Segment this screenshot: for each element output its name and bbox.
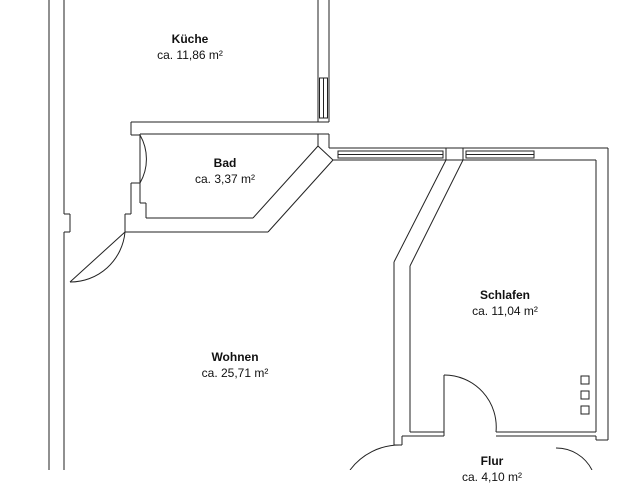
room-name: Küche (171, 32, 209, 46)
room-name: Bad (213, 156, 237, 170)
kitchen-right-wall (317, 0, 330, 123)
room-area: ca. 3,37 m² (194, 172, 256, 186)
room-label-wohnen: Wohnen ca. 25,71 m² (180, 349, 290, 381)
living-door (69, 231, 126, 283)
bedroom-door (443, 374, 497, 433)
room-area: ca. 11,04 m² (472, 304, 538, 318)
room-label-kueche: Küche ca. 11,86 m² (140, 31, 240, 63)
room-name: Schlafen (479, 288, 530, 302)
room-area: ca. 25,71 m² (201, 366, 269, 380)
exterior-wall-left (48, 0, 71, 470)
bedroom-top-wall (329, 147, 608, 161)
bath-door (139, 134, 147, 184)
wall-kitchen-bath (130, 121, 330, 148)
bedroom-right-wall (580, 148, 609, 440)
partition-living-bedroom (393, 148, 464, 445)
room-label-bad: Bad ca. 3,37 m² (175, 155, 275, 187)
room-label-schlafen: Schlafen ca. 11,04 m² (450, 287, 560, 319)
bedroom-bottom-wall (394, 375, 608, 446)
room-area: ca. 4,10 m² (461, 470, 523, 484)
room-label-flur: Flur ca. 4,10 m² (447, 453, 537, 485)
room-name: Flur (480, 454, 504, 468)
floor-plan (48, 0, 609, 470)
bath-walls (124, 145, 334, 233)
room-area: ca. 11,86 m² (157, 48, 223, 62)
room-name: Wohnen (211, 350, 259, 364)
hallway-doors (349, 444, 593, 470)
